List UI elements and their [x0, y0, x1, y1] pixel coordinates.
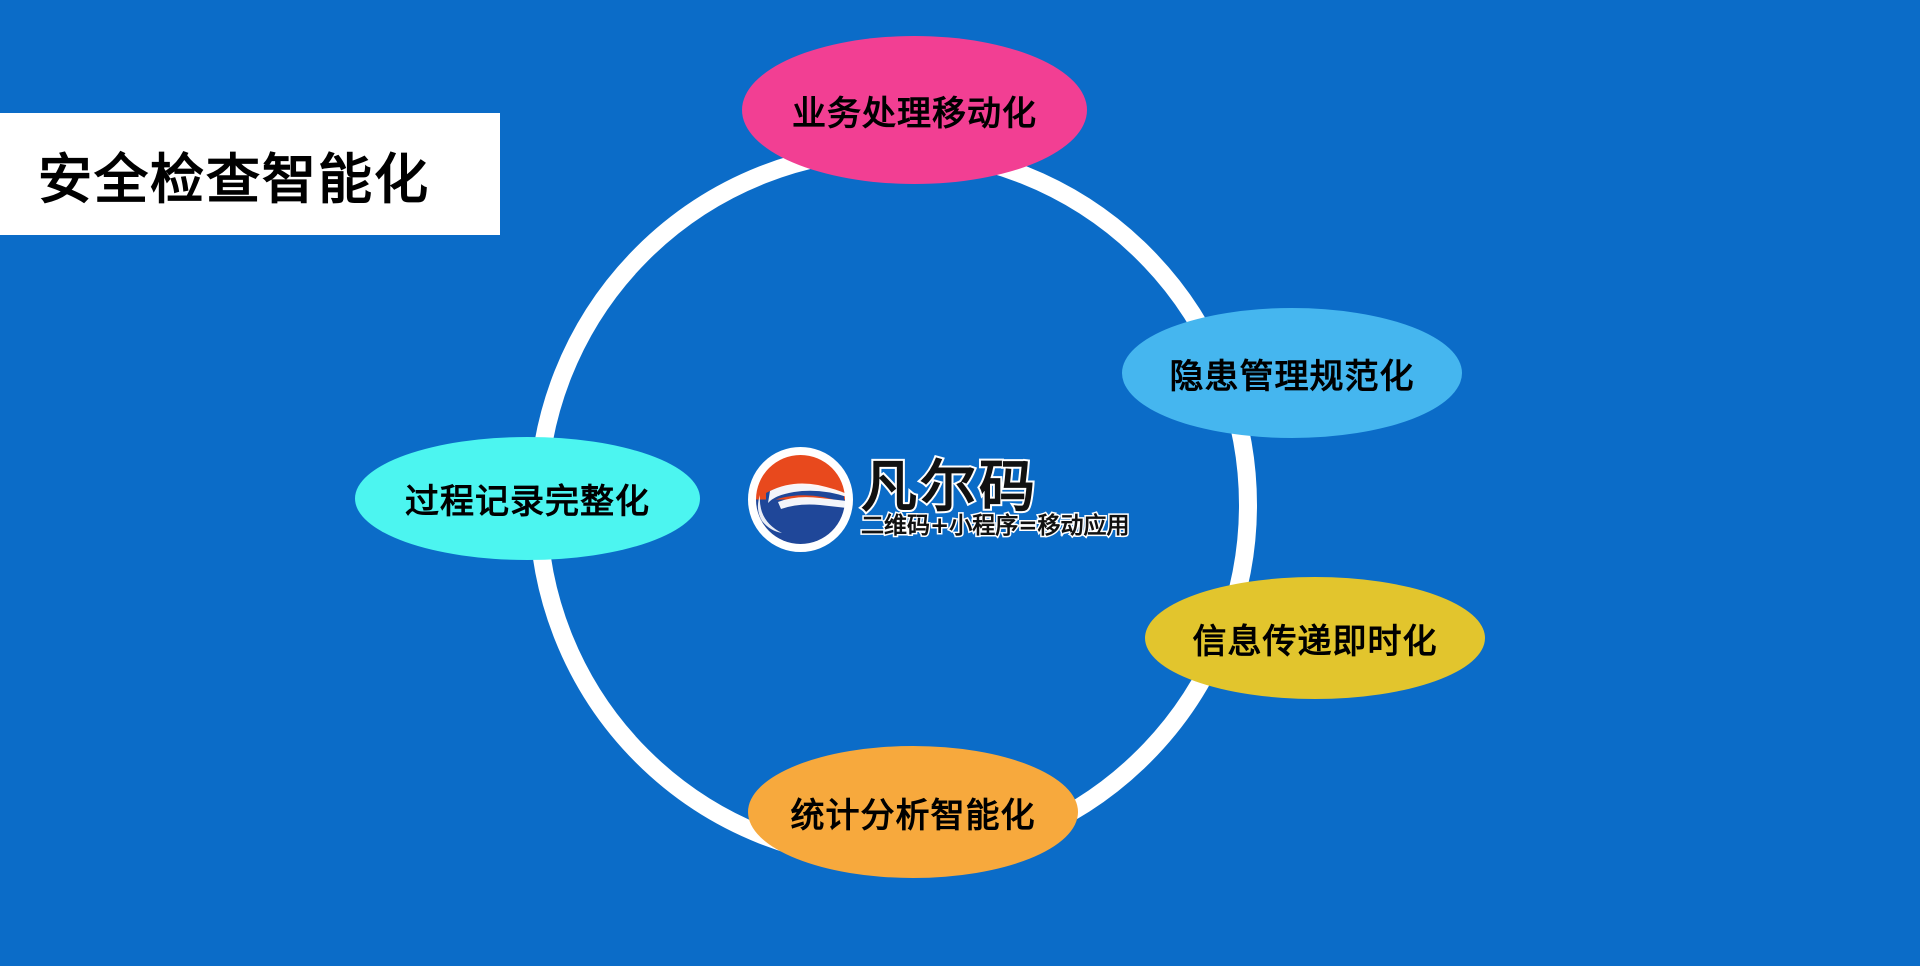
node-label-statistics-smart: 统计分析智能化 [790, 795, 1036, 836]
node-hazard-management[interactable]: 隐患管理规范化 [1122, 308, 1462, 438]
brand-logo: 凡尔码 二维码+小程序=移动应用 [748, 437, 1132, 562]
node-statistics-smart[interactable]: 统计分析智能化 [748, 746, 1078, 878]
node-info-realtime[interactable]: 信息传递即时化 [1145, 577, 1485, 699]
node-label-process-record: 过程记录完整化 [405, 482, 650, 522]
node-label-info-realtime: 信息传递即时化 [1192, 621, 1438, 662]
node-process-record[interactable]: 过程记录完整化 [355, 437, 700, 560]
page-title: 安全检查智能化 [38, 147, 430, 211]
logo-text-group: 凡尔码 二维码+小程序=移动应用 [859, 455, 1132, 541]
logo-mark-svg [748, 447, 853, 552]
node-label-hazard-management: 隐患管理规范化 [1169, 356, 1415, 397]
node-business-mobile[interactable]: 业务处理移动化 [742, 36, 1087, 184]
logo-brand-name: 凡尔码 [859, 455, 1038, 521]
title-card: 安全检查智能化 [0, 113, 500, 235]
node-label-business-mobile: 业务处理移动化 [792, 93, 1037, 134]
fanerma-circle-logo-icon [748, 447, 853, 552]
logo-tagline: 二维码+小程序=移动应用 [860, 512, 1132, 541]
